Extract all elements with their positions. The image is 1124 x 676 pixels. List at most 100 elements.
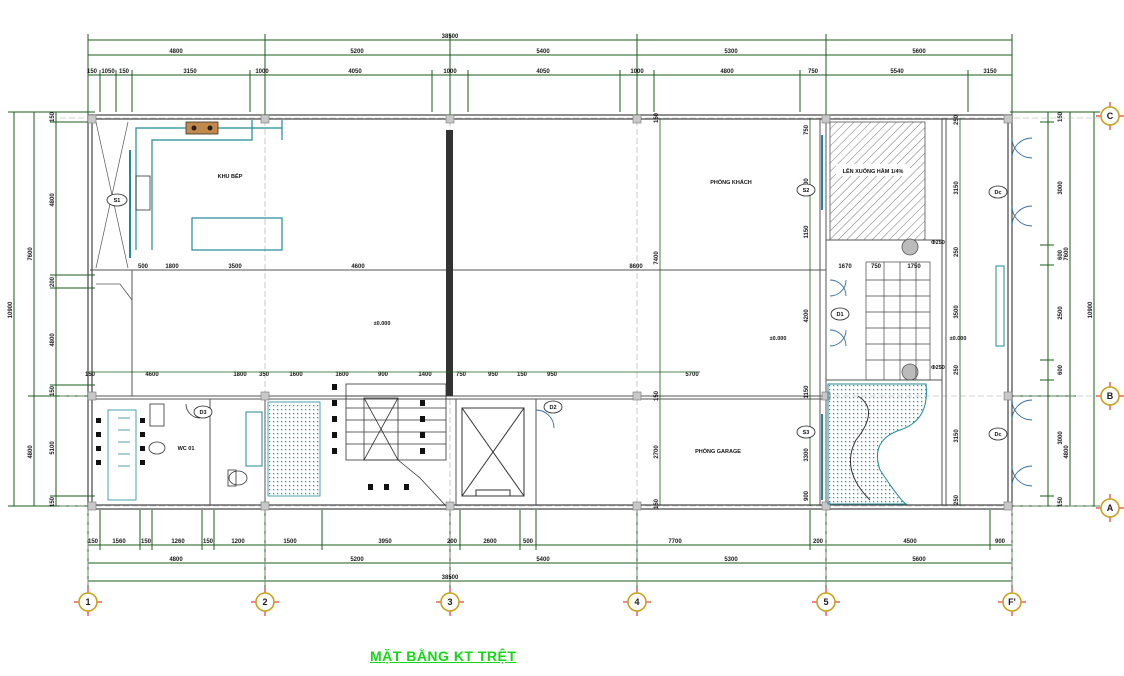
col4-dim: 150 xyxy=(654,498,660,509)
bottom-sub-dim: 1500 xyxy=(283,539,297,545)
col5-right-dims: 250 3150 250 3500 250 3150 250 xyxy=(954,114,961,506)
axis-marker-5: 5 xyxy=(812,588,840,616)
garage-label: PHÒNG GARAGE xyxy=(695,447,741,455)
bottom-bay-dim: 5400 xyxy=(536,557,550,563)
level-marker: ±0.000 xyxy=(374,321,391,327)
mid-dim: 1800 xyxy=(165,264,179,270)
bottom-sub-dim: 150 xyxy=(141,539,152,545)
left-inner-dims: 150 4800 200 4800 150 5100 150 xyxy=(50,111,56,507)
right-inner-dim: 150 xyxy=(1058,496,1064,507)
tag-dc-2-text: Dc xyxy=(994,432,1001,438)
stove-icon xyxy=(185,121,219,135)
bottom-sub-dim: 1260 xyxy=(171,539,185,545)
axis-marker-3: 3 xyxy=(436,588,464,616)
col4-dim: 150 xyxy=(654,390,660,401)
left-inner-dim: 4800 xyxy=(50,193,56,207)
mid-row-dims: 500 1800 3500 4600 8600 1670 750 1750 xyxy=(138,264,921,270)
bottom-bay-dim: 5200 xyxy=(350,557,364,563)
level-marker: ±0.000 xyxy=(950,336,967,342)
right-inner-dim: 150 xyxy=(1058,111,1064,122)
bottom-sub-dim: 150 xyxy=(203,539,214,545)
top-sub-dim: 4050 xyxy=(348,69,362,75)
bottom-bay-dims: 4800 5200 5400 5300 5600 xyxy=(169,557,926,563)
structural-grid xyxy=(60,117,1100,590)
sink-icon xyxy=(135,175,151,211)
left-inner-dim: 150 xyxy=(50,385,56,396)
left-inner-dim: 150 xyxy=(50,111,56,122)
central-wall xyxy=(446,130,453,396)
top-bay-dim: 4800 xyxy=(169,49,183,55)
tag-s1: S1 xyxy=(106,193,128,207)
top-dimension-lines xyxy=(87,34,1013,120)
left-inner-dim: 200 xyxy=(50,276,56,287)
top-sub-dim: 150 xyxy=(87,69,98,75)
bottom-sub-dim: 1560 xyxy=(112,539,126,545)
lower-dim: 150 xyxy=(517,372,528,378)
col5r-dim: 3150 xyxy=(954,429,960,443)
col5-left-dims: 750 1300 1150 4200 1150 3300 900 xyxy=(804,118,811,506)
top-sub-dim: 1000 xyxy=(255,69,269,75)
bottom-bay-dim: 4800 xyxy=(169,557,183,563)
glass-panel xyxy=(995,265,1005,347)
ramp-label-bg xyxy=(836,164,910,176)
top-bay-dim: 5300 xyxy=(724,49,738,55)
tag-dc-1: Dc xyxy=(988,185,1008,199)
top-sub-dim: 1000 xyxy=(443,69,457,75)
drawing-title: MẶT BẰNG KT TRỆT xyxy=(370,648,517,664)
lower-dim: 1400 xyxy=(418,372,432,378)
axis-marker-1: 1 xyxy=(74,588,102,616)
kitchen-counter xyxy=(129,120,283,258)
main-staircase xyxy=(345,383,447,507)
tag-d1: D1 xyxy=(830,307,850,321)
tag-d3-text: D3 xyxy=(199,410,206,416)
tag-d3: D3 xyxy=(193,405,213,419)
top-sub-dims: 150 1050 150 3150 1000 4050 1000 4050 10… xyxy=(87,69,997,75)
axis-marker-c: C xyxy=(1096,102,1124,130)
col5r-dim: 250 xyxy=(954,494,960,505)
axis-label: B xyxy=(1107,391,1114,401)
mid-dim: 500 xyxy=(138,264,149,270)
right-mid-dim: 7600 xyxy=(1064,247,1070,261)
axis-marker-2: 2 xyxy=(251,588,279,616)
axis-label: A xyxy=(1107,503,1114,513)
top-sub-dim: 1000 xyxy=(630,69,644,75)
axis-label: 5 xyxy=(823,597,828,607)
tag-s2-text: S2 xyxy=(803,188,810,194)
axis-marker-a: A xyxy=(1096,494,1124,522)
lower-dim: 1800 xyxy=(233,372,247,378)
bottom-sub-dim: 3950 xyxy=(378,539,392,545)
door-swing xyxy=(535,409,555,429)
window-strip xyxy=(245,411,263,467)
left-inner-dim: 4800 xyxy=(50,333,56,347)
axis-bubbles-right: C B A xyxy=(1096,102,1124,522)
right-dimension-lines xyxy=(1010,111,1100,507)
top-bay-dim: 5200 xyxy=(350,49,364,55)
bottom-sub-dim: 1200 xyxy=(231,539,245,545)
axis-label: F' xyxy=(1008,597,1016,607)
right-inner-dim: 600 xyxy=(1058,364,1064,375)
top-bay-dim: 5400 xyxy=(536,49,550,55)
tag-s2: S2 xyxy=(796,183,816,197)
col5r-dim: 3500 xyxy=(954,305,960,319)
axis-marker-4: 4 xyxy=(623,588,651,616)
burner-icon xyxy=(191,125,197,131)
lower-dim: 950 xyxy=(488,372,499,378)
top-sub-dim: 5540 xyxy=(890,69,904,75)
col5r-dim: 250 xyxy=(954,114,960,125)
right-outer-dim: 10900 xyxy=(1088,301,1094,318)
axis-label: 2 xyxy=(262,597,267,607)
lower-dim: 750 xyxy=(456,372,467,378)
left-outer-dim: 10900 xyxy=(8,301,14,318)
pipe-icon xyxy=(901,238,919,256)
bottom-sub-dim: 150 xyxy=(88,539,99,545)
axis-bubbles-bottom: 1 2 3 4 5 F' xyxy=(74,588,1026,616)
living-room-label: PHÒNG KHÁCH xyxy=(710,178,752,186)
mid-dim: 1670 xyxy=(838,264,852,270)
right-mid-dim: 4800 xyxy=(1064,445,1070,459)
left-mid-dim: 4800 xyxy=(28,445,34,459)
top-bay-dim: 5600 xyxy=(912,49,926,55)
bottom-sub-dim: 500 xyxy=(523,539,534,545)
tag-s3: S3 xyxy=(796,425,816,439)
pipe-label: Φ250 xyxy=(931,240,945,246)
right-inner-dim: 3000 xyxy=(1058,431,1064,445)
